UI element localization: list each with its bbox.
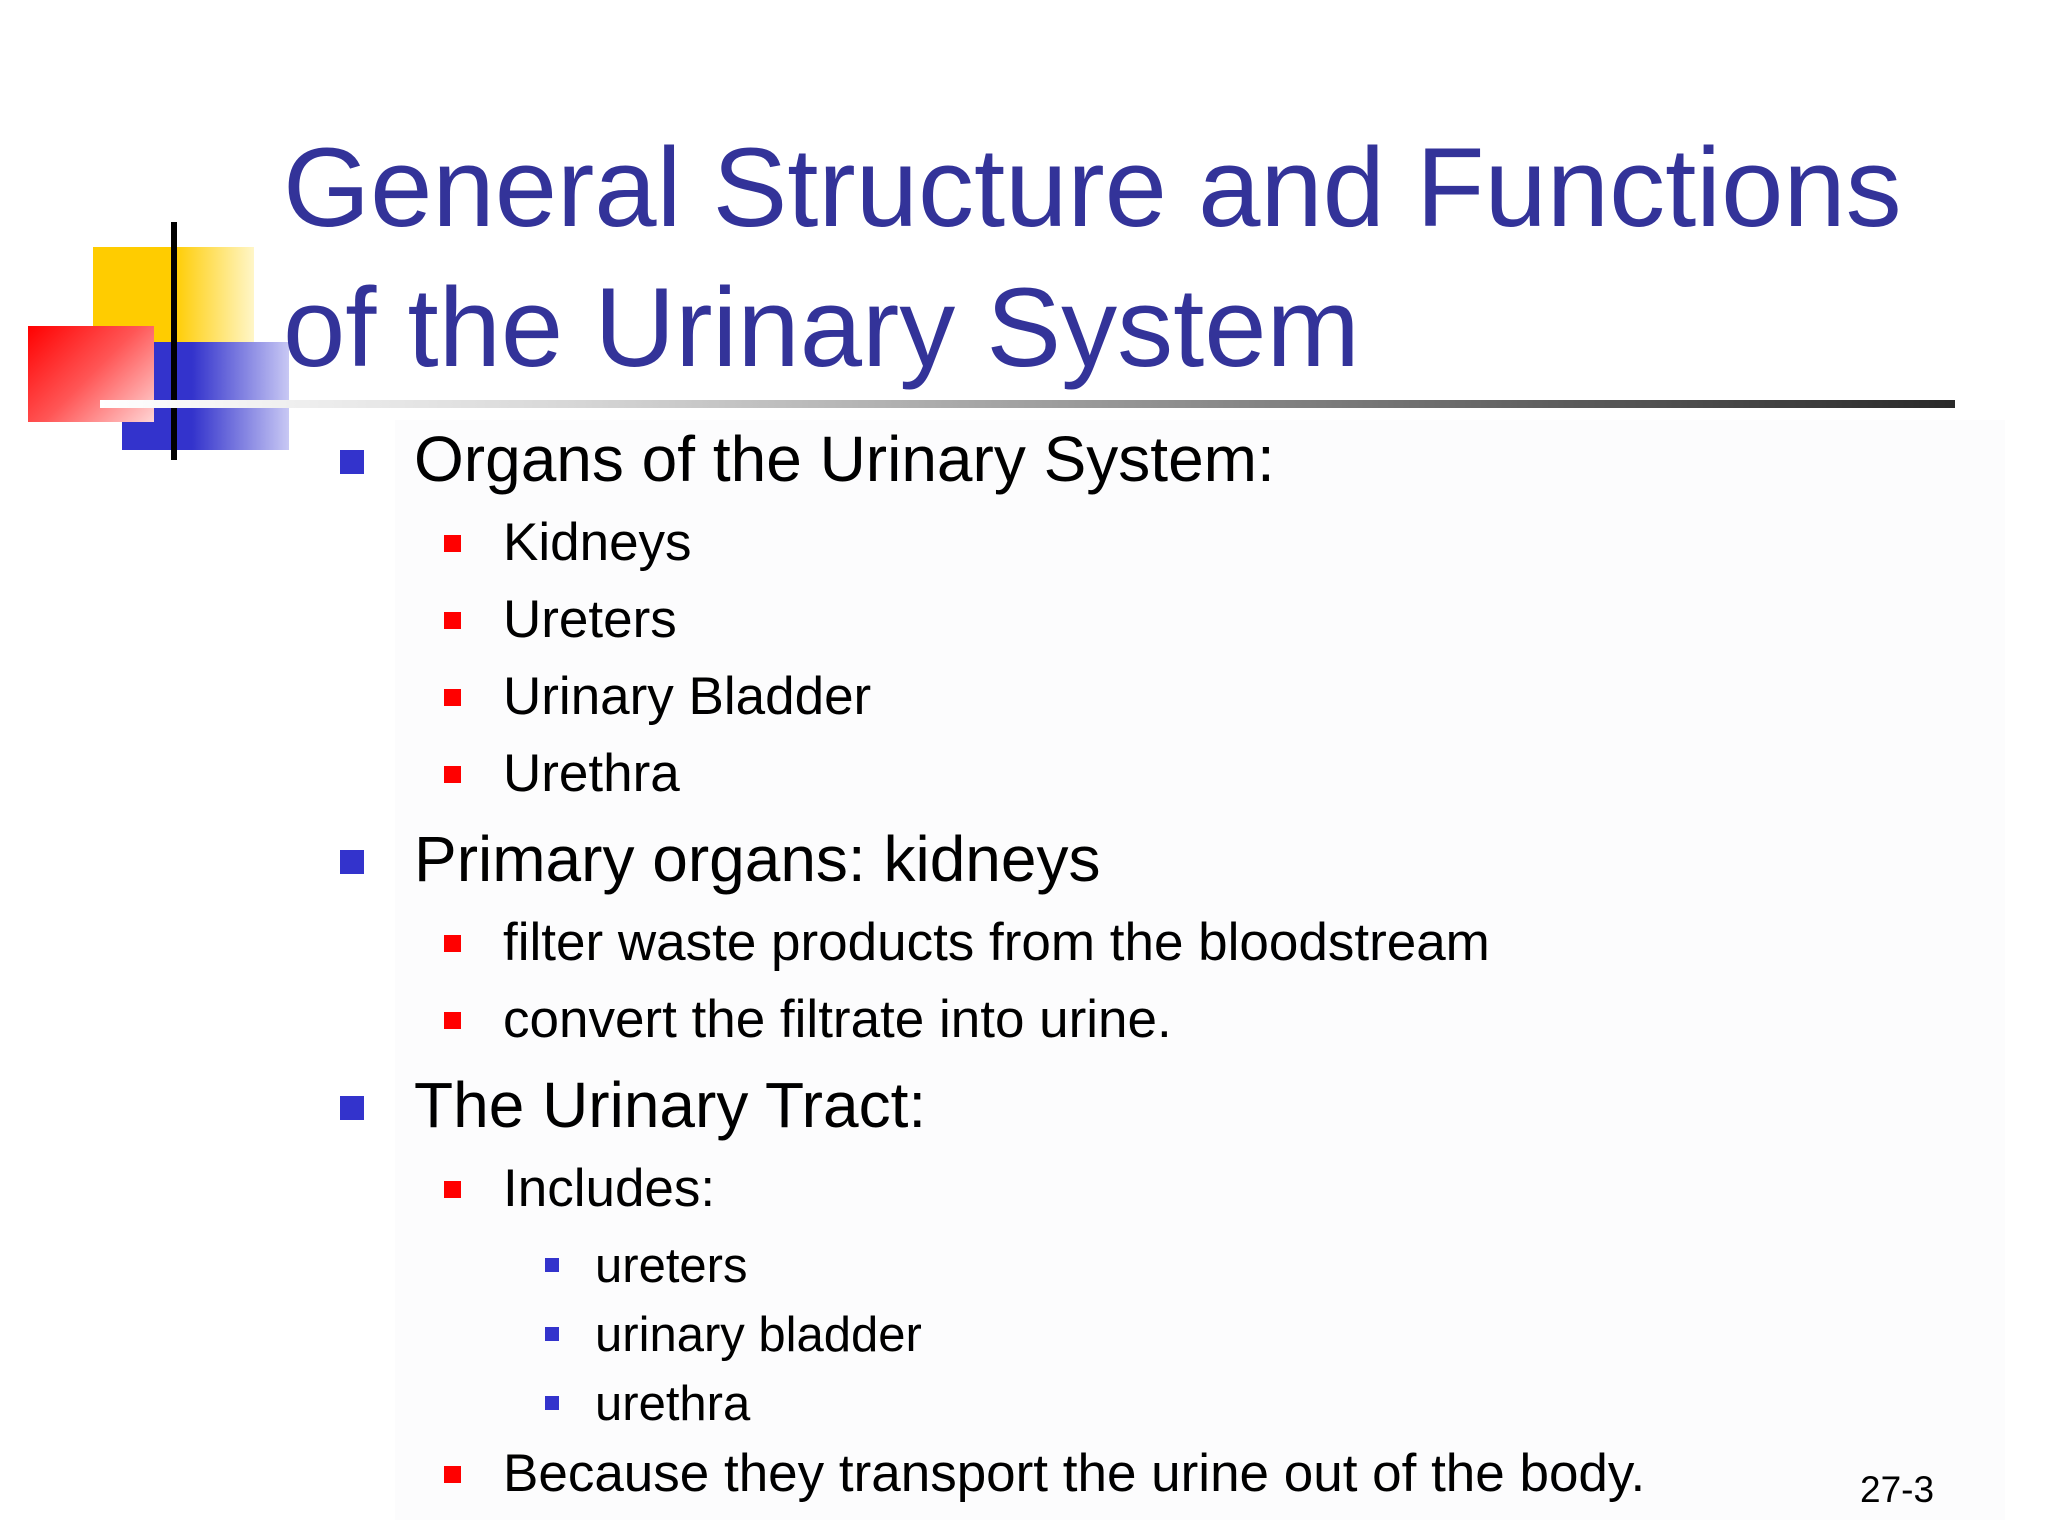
bullet-text: convert the filtrate into urine. bbox=[503, 990, 1172, 1049]
square-bullet-icon bbox=[545, 1396, 559, 1410]
bullet-text: urethra bbox=[595, 1377, 751, 1431]
square-bullet-icon bbox=[545, 1327, 559, 1341]
decorative-vertical-line bbox=[171, 222, 177, 460]
slide-title-line-2: of the Urinary System bbox=[283, 265, 1360, 390]
square-bullet-icon bbox=[444, 1012, 461, 1029]
bullet-item: Because they transport the urine out of … bbox=[444, 1444, 1646, 1505]
square-bullet-icon bbox=[444, 1466, 461, 1483]
square-bullet-icon bbox=[444, 935, 461, 952]
bullet-text: urinary bladder bbox=[595, 1308, 922, 1362]
square-bullet-icon bbox=[444, 766, 461, 783]
bullet-text: Organs of the Urinary System: bbox=[414, 423, 1275, 495]
bullet-text: filter waste products from the bloodstre… bbox=[503, 913, 1490, 972]
bullet-text: Urinary Bladder bbox=[503, 667, 872, 726]
slide-number: 27-3 bbox=[1860, 1469, 1935, 1510]
bullet-item: convert the filtrate into urine. bbox=[444, 990, 1172, 1051]
bullet-item: Ureters bbox=[444, 590, 677, 651]
square-bullet-icon bbox=[545, 1258, 559, 1272]
title-underline bbox=[100, 400, 1955, 408]
bullet-text: Includes: bbox=[503, 1159, 716, 1218]
bullet-text: Urethra bbox=[503, 744, 680, 803]
bullet-item: Kidneys bbox=[444, 513, 692, 574]
bullet-text: The Urinary Tract: bbox=[414, 1069, 927, 1141]
content-background bbox=[395, 420, 2005, 1520]
bullet-item: Organs of the Urinary System: bbox=[340, 423, 1275, 497]
bullet-text: Primary organs: kidneys bbox=[414, 823, 1101, 895]
bullet-item: Includes: bbox=[444, 1159, 716, 1220]
square-bullet-icon bbox=[340, 450, 364, 474]
bullet-item: urinary bladder bbox=[545, 1307, 922, 1363]
square-bullet-icon bbox=[340, 850, 364, 874]
square-bullet-icon bbox=[444, 535, 461, 552]
bullet-item: Urinary Bladder bbox=[444, 667, 872, 728]
bullet-item: Urethra bbox=[444, 744, 680, 805]
bullet-item: The Urinary Tract: bbox=[340, 1069, 927, 1143]
bullet-text: Kidneys bbox=[503, 513, 692, 572]
bullet-item: Primary organs: kidneys bbox=[340, 823, 1101, 897]
square-bullet-icon bbox=[444, 612, 461, 629]
bullet-item: urethra bbox=[545, 1376, 751, 1432]
bullet-item: filter waste products from the bloodstre… bbox=[444, 913, 1490, 974]
bullet-text: Because they transport the urine out of … bbox=[503, 1444, 1646, 1503]
slide-title-line-1: General Structure and Functions bbox=[283, 125, 1902, 250]
slide-title: General Structure and Functions of the U… bbox=[283, 118, 1902, 398]
bullet-text: Ureters bbox=[503, 590, 677, 649]
square-bullet-icon bbox=[340, 1096, 364, 1120]
square-bullet-icon bbox=[444, 1181, 461, 1198]
bullet-text: ureters bbox=[595, 1239, 748, 1293]
square-bullet-icon bbox=[444, 689, 461, 706]
bullet-item: ureters bbox=[545, 1238, 748, 1294]
